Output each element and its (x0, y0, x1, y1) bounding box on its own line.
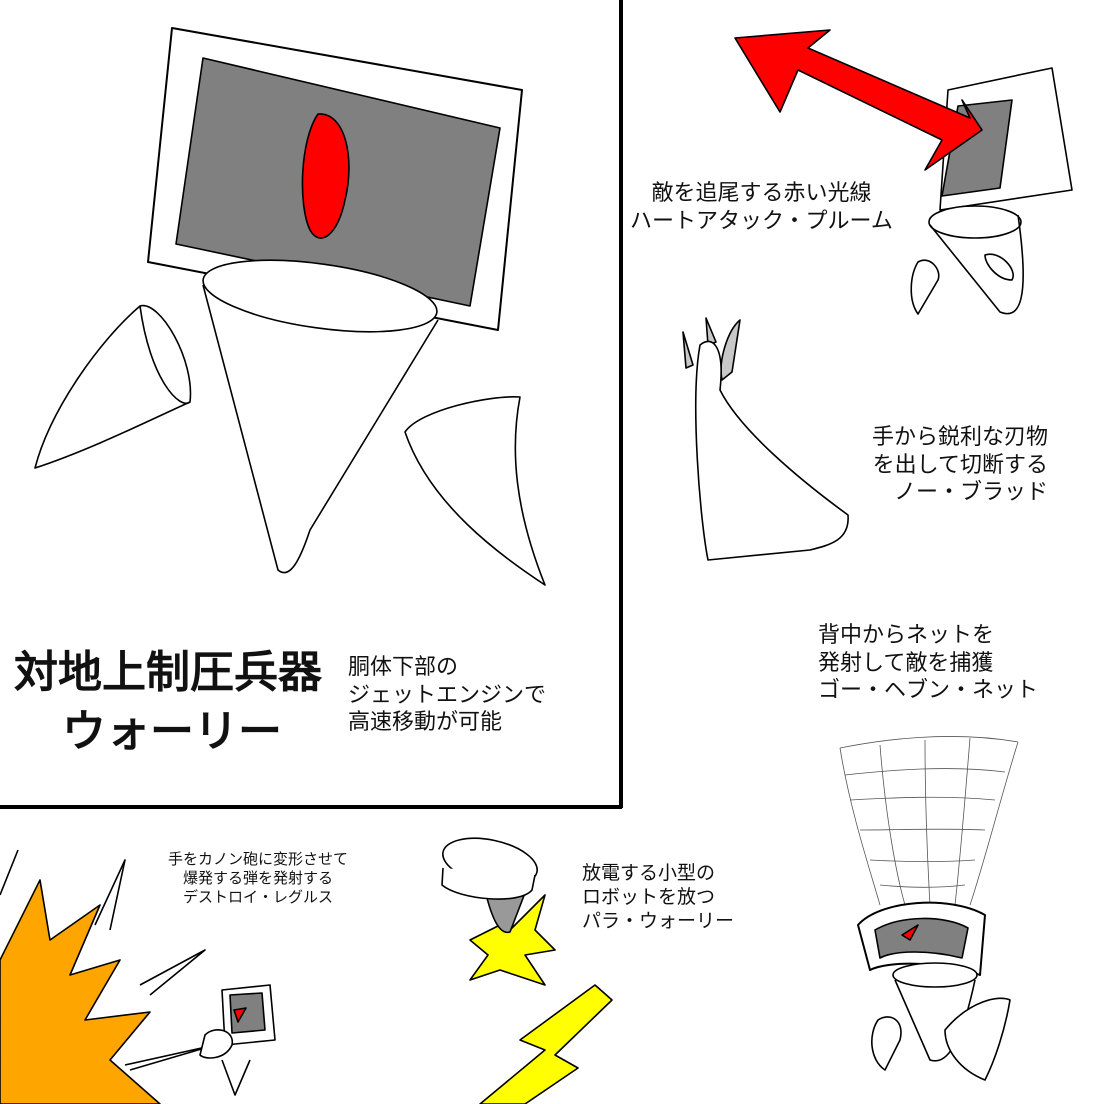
attack-caption-net: 背中からネットを 発射して敵を捕獲 ゴー・ヘブン・ネット (818, 622, 1038, 705)
net-robot-body (857, 901, 1011, 1081)
caption-line: 胴体下部の (348, 655, 459, 680)
caption-line: 爆発する弾を発射する (183, 868, 334, 887)
caption-line: ロボットを放つ (582, 885, 716, 908)
attack-caption-beam: 敵を追尾する赤い光線 ハートアタック・プルーム (630, 180, 893, 235)
beam-robot (734, 29, 1073, 315)
caption-line: ゴー・ヘブン・ネット (818, 678, 1039, 703)
net-robot (839, 736, 1019, 906)
para-wally (441, 837, 613, 1104)
caption-line: デストロイ・レグルス (183, 887, 334, 906)
caption-line: ハートアタック・プルーム (630, 208, 893, 234)
attack-caption-cannon: 手をカノン砲に変形させて 爆発する弾を発射する デストロイ・レグルス (168, 850, 348, 906)
attack-caption-para: 放電する小型の ロボットを放つ パラ・ウォーリー (582, 862, 734, 933)
caption-line: 手をカノン砲に変形させて (168, 850, 349, 868)
caption-line: 背中からネットを (818, 623, 995, 648)
cannon-robot (199, 984, 276, 1096)
explosion (0, 849, 216, 1104)
caption-line: ジェットエンジンで (348, 682, 547, 708)
caption-line: 放電する小型の (582, 862, 716, 884)
title-line-1: 対地上制圧兵器 (14, 647, 322, 698)
blade-arm (682, 317, 849, 561)
main-caption: 胴体下部の ジェットエンジンで 高速移動が可能 (348, 654, 546, 737)
main-panel-border (0, 0, 623, 809)
caption-line: ノー・ブラッド (894, 480, 1049, 505)
caption-line: 敵を追尾する赤い光線 (651, 181, 872, 206)
caption-line: 手から鋭利な刃物 (872, 425, 1049, 450)
main-robot (34, 27, 546, 586)
caption-line: パラ・ウォーリー (582, 909, 735, 932)
weapon-title: 対地上制圧兵器 ウォーリー (14, 643, 322, 762)
caption-line: 発射して敵を捕獲 (818, 650, 994, 676)
caption-line: 高速移動が可能 (348, 710, 503, 735)
title-line-2: ウォーリー (62, 706, 282, 758)
attack-caption-blade: 手から鋭利な刃物 を出して切断する ノー・ブラッド (872, 424, 1048, 507)
caption-line: を出して切断する (872, 452, 1049, 478)
